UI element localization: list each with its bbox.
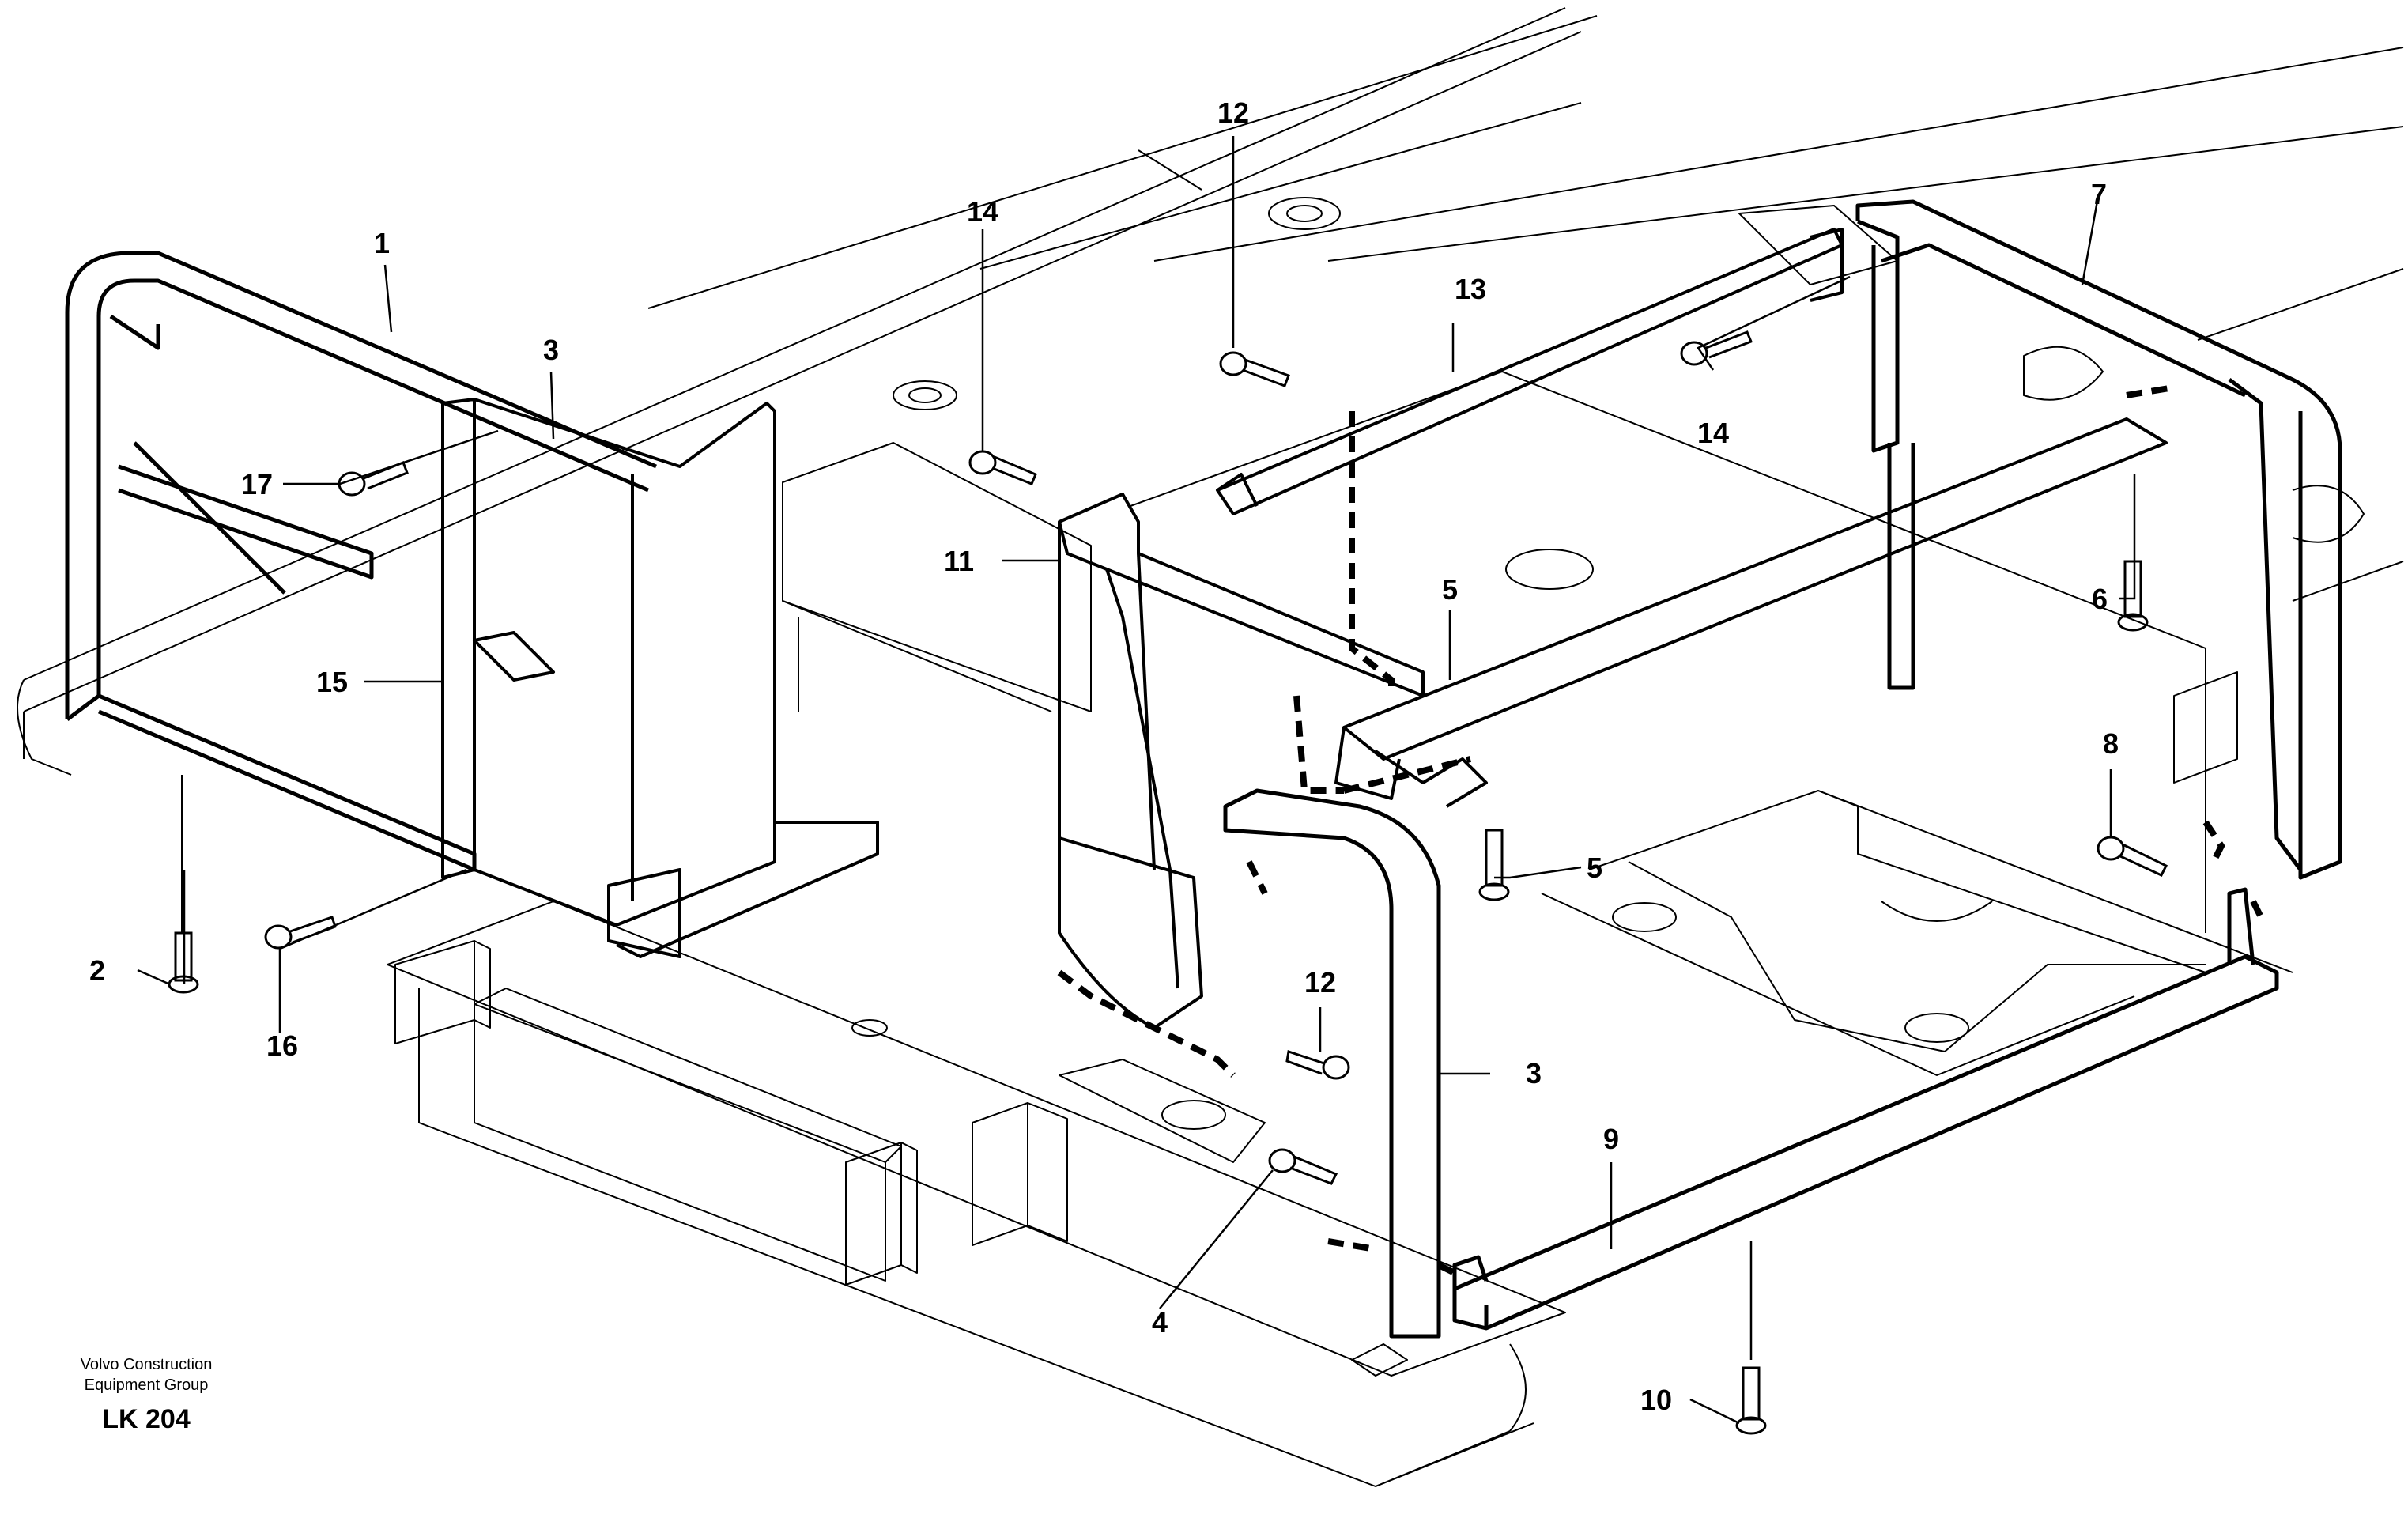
callout-14-left: 14 <box>967 195 998 228</box>
bolt-12-top <box>1219 351 1290 387</box>
callout-12-top: 12 <box>1217 96 1249 129</box>
callout-4: 4 <box>1152 1306 1168 1339</box>
callout-2: 2 <box>89 954 105 987</box>
callout-3-right: 3 <box>1526 1057 1542 1089</box>
bolt-14-left <box>968 450 1037 485</box>
bolt-17 <box>338 461 409 497</box>
base-frame <box>17 7 2404 1487</box>
bolt-4 <box>1268 1148 1338 1185</box>
part-5-cross-rail <box>1334 417 2168 808</box>
part-11-middle-bracket <box>1058 493 1425 1029</box>
callout-1: 1 <box>374 227 390 259</box>
callout-7: 7 <box>2091 178 2107 210</box>
bolt-12-lower <box>1285 1050 1350 1080</box>
callout-8: 8 <box>2103 727 2119 760</box>
callout-11: 11 <box>944 545 974 577</box>
callout-5-top: 5 <box>1442 573 1458 606</box>
bolt-8 <box>2097 836 2168 877</box>
callout-9: 9 <box>1603 1123 1619 1155</box>
drawing-code: LK 204 <box>102 1404 191 1434</box>
bolt-10 <box>1735 1366 1767 1435</box>
callout-12-lower: 12 <box>1304 966 1336 999</box>
callout-17: 17 <box>241 468 273 500</box>
part-3-left-panel <box>441 398 879 958</box>
company-name-line1: Volvo Construction <box>81 1356 213 1373</box>
part-1-left-guard-frame <box>65 251 657 872</box>
part-9-lower-rail <box>1452 887 2279 1331</box>
assembly-dashed-lines <box>1057 384 2264 1276</box>
callout-10: 10 <box>1640 1384 1672 1416</box>
callout-13: 13 <box>1455 273 1486 305</box>
callout-5-lower: 5 <box>1587 852 1602 884</box>
footer: Volvo Construction Equipment Group LK 20… <box>81 1356 213 1434</box>
callout-14-right: 14 <box>1697 417 1729 449</box>
callouts: 1 3 17 15 2 16 14 12 13 11 14 7 5 6 5 8 … <box>89 96 2119 1416</box>
bolt-5-lower <box>1478 829 1510 901</box>
part-13-upper-rail <box>1216 228 1844 515</box>
leader-lines <box>137 136 2136 1425</box>
callout-3-left: 3 <box>543 334 559 366</box>
callout-16: 16 <box>266 1029 298 1062</box>
part-3-right-guard-bar <box>1223 788 1441 1339</box>
company-name-line2: Equipment Group <box>85 1377 209 1394</box>
callout-6: 6 <box>2092 583 2108 615</box>
bolt-14-right <box>1680 330 1753 366</box>
bolt-16 <box>264 916 337 950</box>
callout-15: 15 <box>316 666 348 698</box>
part-7-right-guard-frame <box>1855 199 2342 880</box>
